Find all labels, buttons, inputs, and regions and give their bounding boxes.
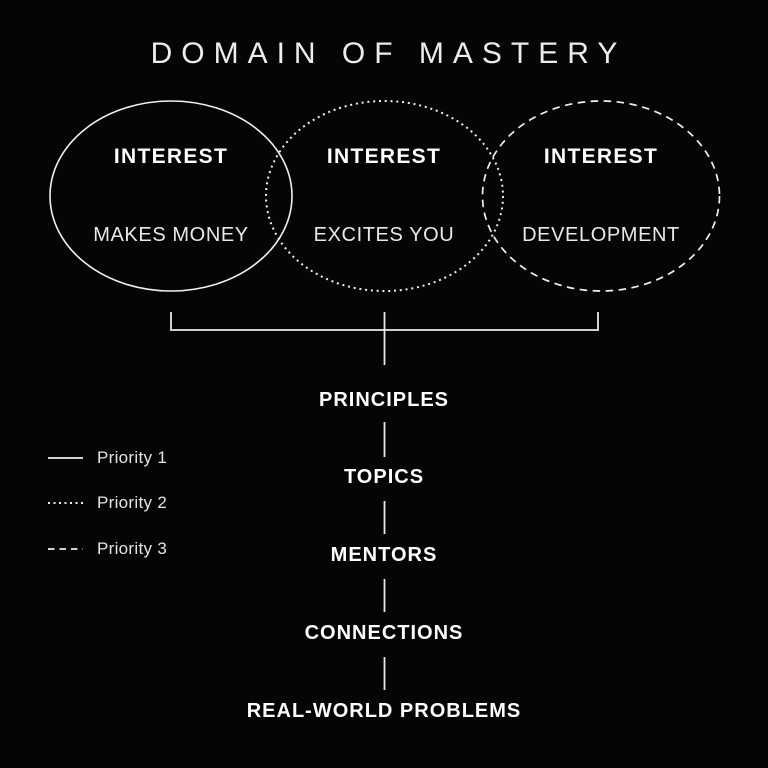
circle-3-heading: INTEREST xyxy=(543,145,659,168)
circle-1-subtitle: MAKES MONEY xyxy=(93,224,249,246)
circle-3-subtitle: DEVELOPMENT xyxy=(522,224,680,246)
flow-item-real-world-problems: REAL-WORLD PROBLEMS xyxy=(246,700,522,722)
legend-label-priority-3: Priority 3 xyxy=(97,539,168,558)
flow-item-mentors: MENTORS xyxy=(330,544,438,566)
legend-label-priority-2: Priority 2 xyxy=(97,493,168,512)
circle-2-subtitle: EXCITES YOU xyxy=(313,224,455,246)
venn-ellipse-priority-3 xyxy=(481,100,721,292)
venn-ellipse-priority-1 xyxy=(49,100,293,292)
venn-ellipse-priority-2 xyxy=(265,100,504,292)
page-title: DOMAIN OF MASTERY xyxy=(150,37,627,70)
flow-item-topics: TOPICS xyxy=(343,466,425,488)
legend-label-priority-1: Priority 1 xyxy=(97,448,168,467)
flow-item-principles: PRINCIPLES xyxy=(318,389,450,411)
circle-2-heading: INTEREST xyxy=(326,145,442,168)
circle-1-heading: INTEREST xyxy=(113,145,229,168)
flow-item-connections: CONNECTIONS xyxy=(304,622,464,644)
